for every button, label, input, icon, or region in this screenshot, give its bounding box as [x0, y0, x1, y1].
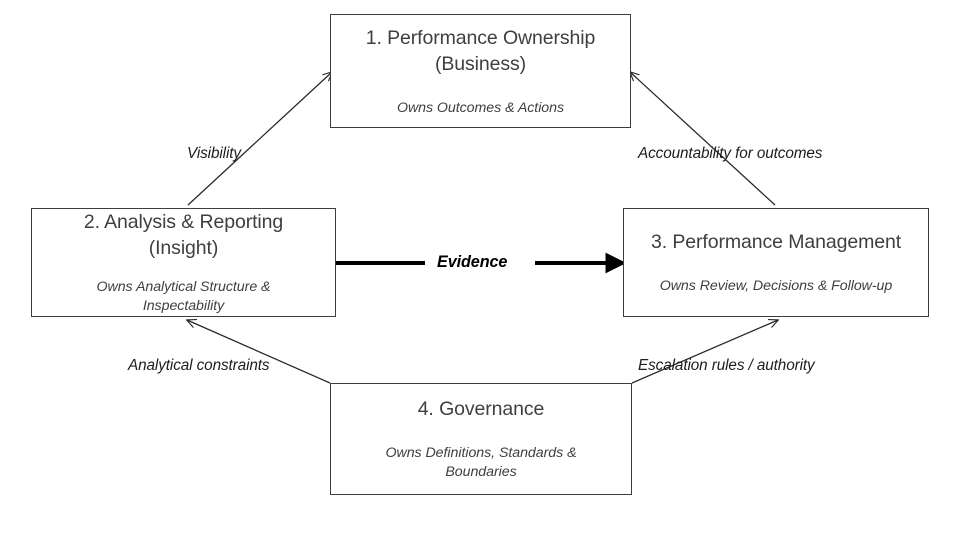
edge-label-accountability: Accountability for outcomes — [638, 145, 823, 162]
node-governance[interactable]: 4. Governance Owns Definitions, Standard… — [330, 383, 632, 495]
edge-label-evidence: Evidence — [437, 253, 508, 271]
node-performance-management[interactable]: 3. Performance Management Owns Review, D… — [623, 208, 929, 317]
edge-line-accountability — [630, 72, 776, 206]
node-2-subtitle: Owns Analytical Structure & — [96, 279, 271, 295]
node-1-title: 1. Performance Ownership — [365, 26, 596, 49]
node-analysis-reporting[interactable]: 2. Analysis & Reporting (Insight) Owns A… — [31, 208, 336, 317]
node-2-title: 2. Analysis & Reporting — [83, 211, 284, 233]
node-performance-ownership[interactable]: 1. Performance Ownership (Business) Owns… — [330, 14, 631, 128]
node-4-subtitle-line2: Boundaries — [445, 464, 517, 480]
node-1-subtitle: Owns Outcomes & Actions — [396, 99, 565, 116]
node-4-title: 4. Governance — [417, 398, 545, 420]
edge-label-escalation: Escalation rules / authority — [638, 357, 815, 374]
node-3-subtitle: Owns Review, Decisions & Follow-up — [659, 278, 893, 294]
node-3-title: 3. Performance Management — [650, 231, 902, 253]
edge-label-visibility: Visibility — [187, 145, 241, 162]
node-2-subtitle-line2: Inspectability — [142, 298, 225, 314]
edge-line-visibility — [187, 72, 332, 206]
node-4-subtitle: Owns Definitions, Standards & — [385, 445, 577, 461]
node-1-title-line2: (Business) — [434, 52, 527, 75]
edge-label-analytical-constraints: Analytical constraints — [128, 357, 270, 374]
node-2-title-line2: (Insight) — [148, 237, 219, 259]
